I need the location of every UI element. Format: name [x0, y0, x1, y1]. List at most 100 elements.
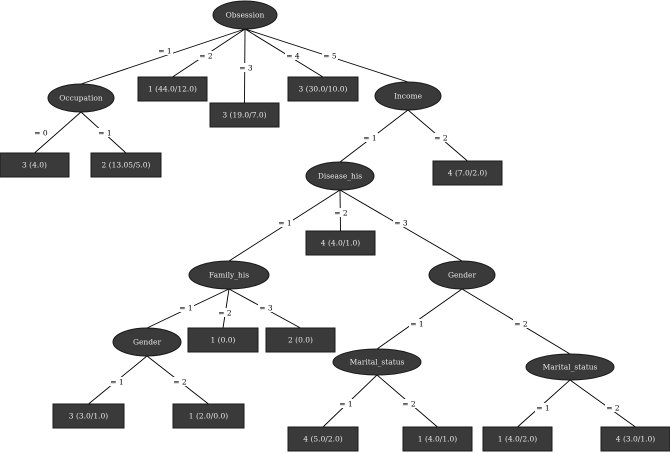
decision-node-label: Gender [448, 271, 476, 280]
leaf-node: 2 (0.0) [265, 327, 336, 353]
decision-node-label: Occupation [59, 94, 103, 103]
decision-node-shape [47, 83, 115, 113]
leaf-node-label: 3 (3.0/1.0) [69, 412, 108, 421]
leaf-node-label: 2 (13.05/5.0) [102, 161, 151, 170]
edge-label: = 1 [410, 320, 423, 329]
edge-label: = 1 [536, 404, 549, 413]
edge-label: = 1 [339, 400, 352, 409]
leaf-node: 1 (0.0) [187, 327, 259, 353]
edge-label-background [322, 51, 338, 60]
edge-label-background [172, 377, 188, 386]
edge-label-background [157, 46, 173, 55]
edge-label-background [605, 403, 621, 412]
decision-node-shape [188, 260, 270, 290]
leaf-node: 4 (5.0/2.0) [287, 426, 359, 452]
decision-node-label: Family_his [209, 271, 249, 280]
edge-label: = 1 [98, 129, 111, 138]
decision-node: Marital_status [525, 353, 615, 381]
decision-node: Gender [112, 327, 182, 357]
edge-label-background [33, 128, 49, 137]
leaf-node-shape [432, 160, 503, 186]
tree-edge-n0-n1 [80, 28, 246, 85]
leaf-node-shape [287, 76, 359, 102]
leaf-node-shape [209, 102, 280, 128]
decision-node: Occupation [47, 83, 115, 113]
edge-label: = 2 [199, 52, 213, 61]
decision-node: Income [374, 81, 442, 111]
leaf-node-label: 4 (7.0/2.0) [448, 169, 487, 178]
leaf-node-label: 3 (30.0/10.0) [299, 85, 348, 94]
edge-label-background [362, 133, 378, 142]
decision-node: Obsession [212, 0, 278, 30]
edge-label-background [217, 308, 233, 317]
leaf-node-shape [482, 426, 553, 452]
leaf-node: 1 (2.0/0.0) [172, 403, 245, 429]
edge-label-background [285, 51, 301, 60]
edge-label: = 1 [179, 304, 192, 313]
leaf-node-shape [137, 76, 208, 102]
leaf-node-label: 1 (0.0) [211, 336, 236, 345]
decision-node-shape [212, 0, 278, 30]
leaf-node-shape [0, 152, 70, 178]
edge-label-background [97, 128, 113, 137]
leaf-node-shape [187, 327, 259, 353]
leaf-node-shape [402, 426, 473, 452]
leaf-node: 4 (3.0/1.0) [600, 426, 670, 452]
edge-layer: = 1= 2= 3= 4= 5= 0= 1= 1= 2= 1= 2= 3= 1=… [33, 28, 636, 428]
edge-label-background [513, 319, 529, 328]
leaf-node: 3 (3.0/1.0) [52, 403, 125, 429]
decision-node-label: Obsession [226, 11, 265, 20]
leaf-node-label: 1 (4.0/1.0) [418, 435, 457, 444]
edge-label-background [109, 377, 125, 386]
leaf-node-label: 1 (44.0/12.0) [148, 85, 197, 94]
leaf-node: 1 (4.0/1.0) [402, 426, 473, 452]
decision-node-shape [374, 81, 442, 111]
leaf-node-label: 4 (5.0/2.0) [303, 435, 342, 444]
edge-label: = 2 [402, 400, 416, 409]
decision-node: Gender [428, 260, 496, 290]
edge-label: = 3 [239, 64, 253, 73]
decision-node-label: Income [394, 92, 423, 101]
decision-node: Marital_status [332, 348, 422, 376]
edge-label: = 5 [323, 52, 337, 61]
leaf-node-shape [305, 230, 376, 256]
edge-label-background [409, 319, 425, 328]
edge-label-background [178, 303, 194, 312]
decision-node-shape [332, 348, 422, 376]
decision-node-shape [428, 260, 496, 290]
edge-label: = 2 [218, 309, 232, 318]
leaf-node-label: 3 (4.0) [22, 161, 47, 170]
edge-label: = 3 [259, 304, 273, 313]
leaf-node-shape [52, 403, 125, 429]
decision-node-label: Gender [133, 338, 161, 347]
leaf-node: 4 (7.0/2.0) [432, 160, 503, 186]
tree-edge-n1-n6 [34, 111, 82, 154]
edge-label: = 2 [334, 209, 348, 218]
decision-node-label: Disease_his [318, 172, 362, 181]
edge-label-background [393, 218, 409, 227]
leaf-node-label: 1 (4.0/2.0) [498, 435, 537, 444]
edge-label: = 4 [286, 52, 300, 61]
edge-label-background [198, 51, 214, 60]
decision-node: Family_his [188, 260, 270, 290]
decision-node-label: Marital_status [350, 358, 405, 367]
edge-label-background [535, 403, 551, 412]
leaf-node-shape [265, 327, 336, 353]
leaf-node: 1 (44.0/12.0) [137, 76, 208, 102]
leaf-node: 3 (4.0) [0, 152, 70, 178]
decision-node: Disease_his [305, 161, 375, 191]
decision-node-label: Marital_status [543, 363, 598, 372]
edge-label-background [238, 63, 254, 72]
leaf-node: 3 (30.0/10.0) [287, 76, 359, 102]
leaf-node-label: 3 (19.0/7.0) [222, 111, 266, 120]
edge-label-background [338, 399, 354, 408]
leaf-node-shape [287, 426, 359, 452]
decision-node-shape [525, 353, 615, 381]
leaf-node-shape [172, 403, 245, 429]
edge-label-background [277, 218, 293, 227]
leaf-node-label: 1 (2.0/0.0) [189, 412, 228, 421]
leaf-node-label: 4 (3.0/1.0) [616, 435, 655, 444]
edge-label: = 1 [158, 47, 171, 56]
